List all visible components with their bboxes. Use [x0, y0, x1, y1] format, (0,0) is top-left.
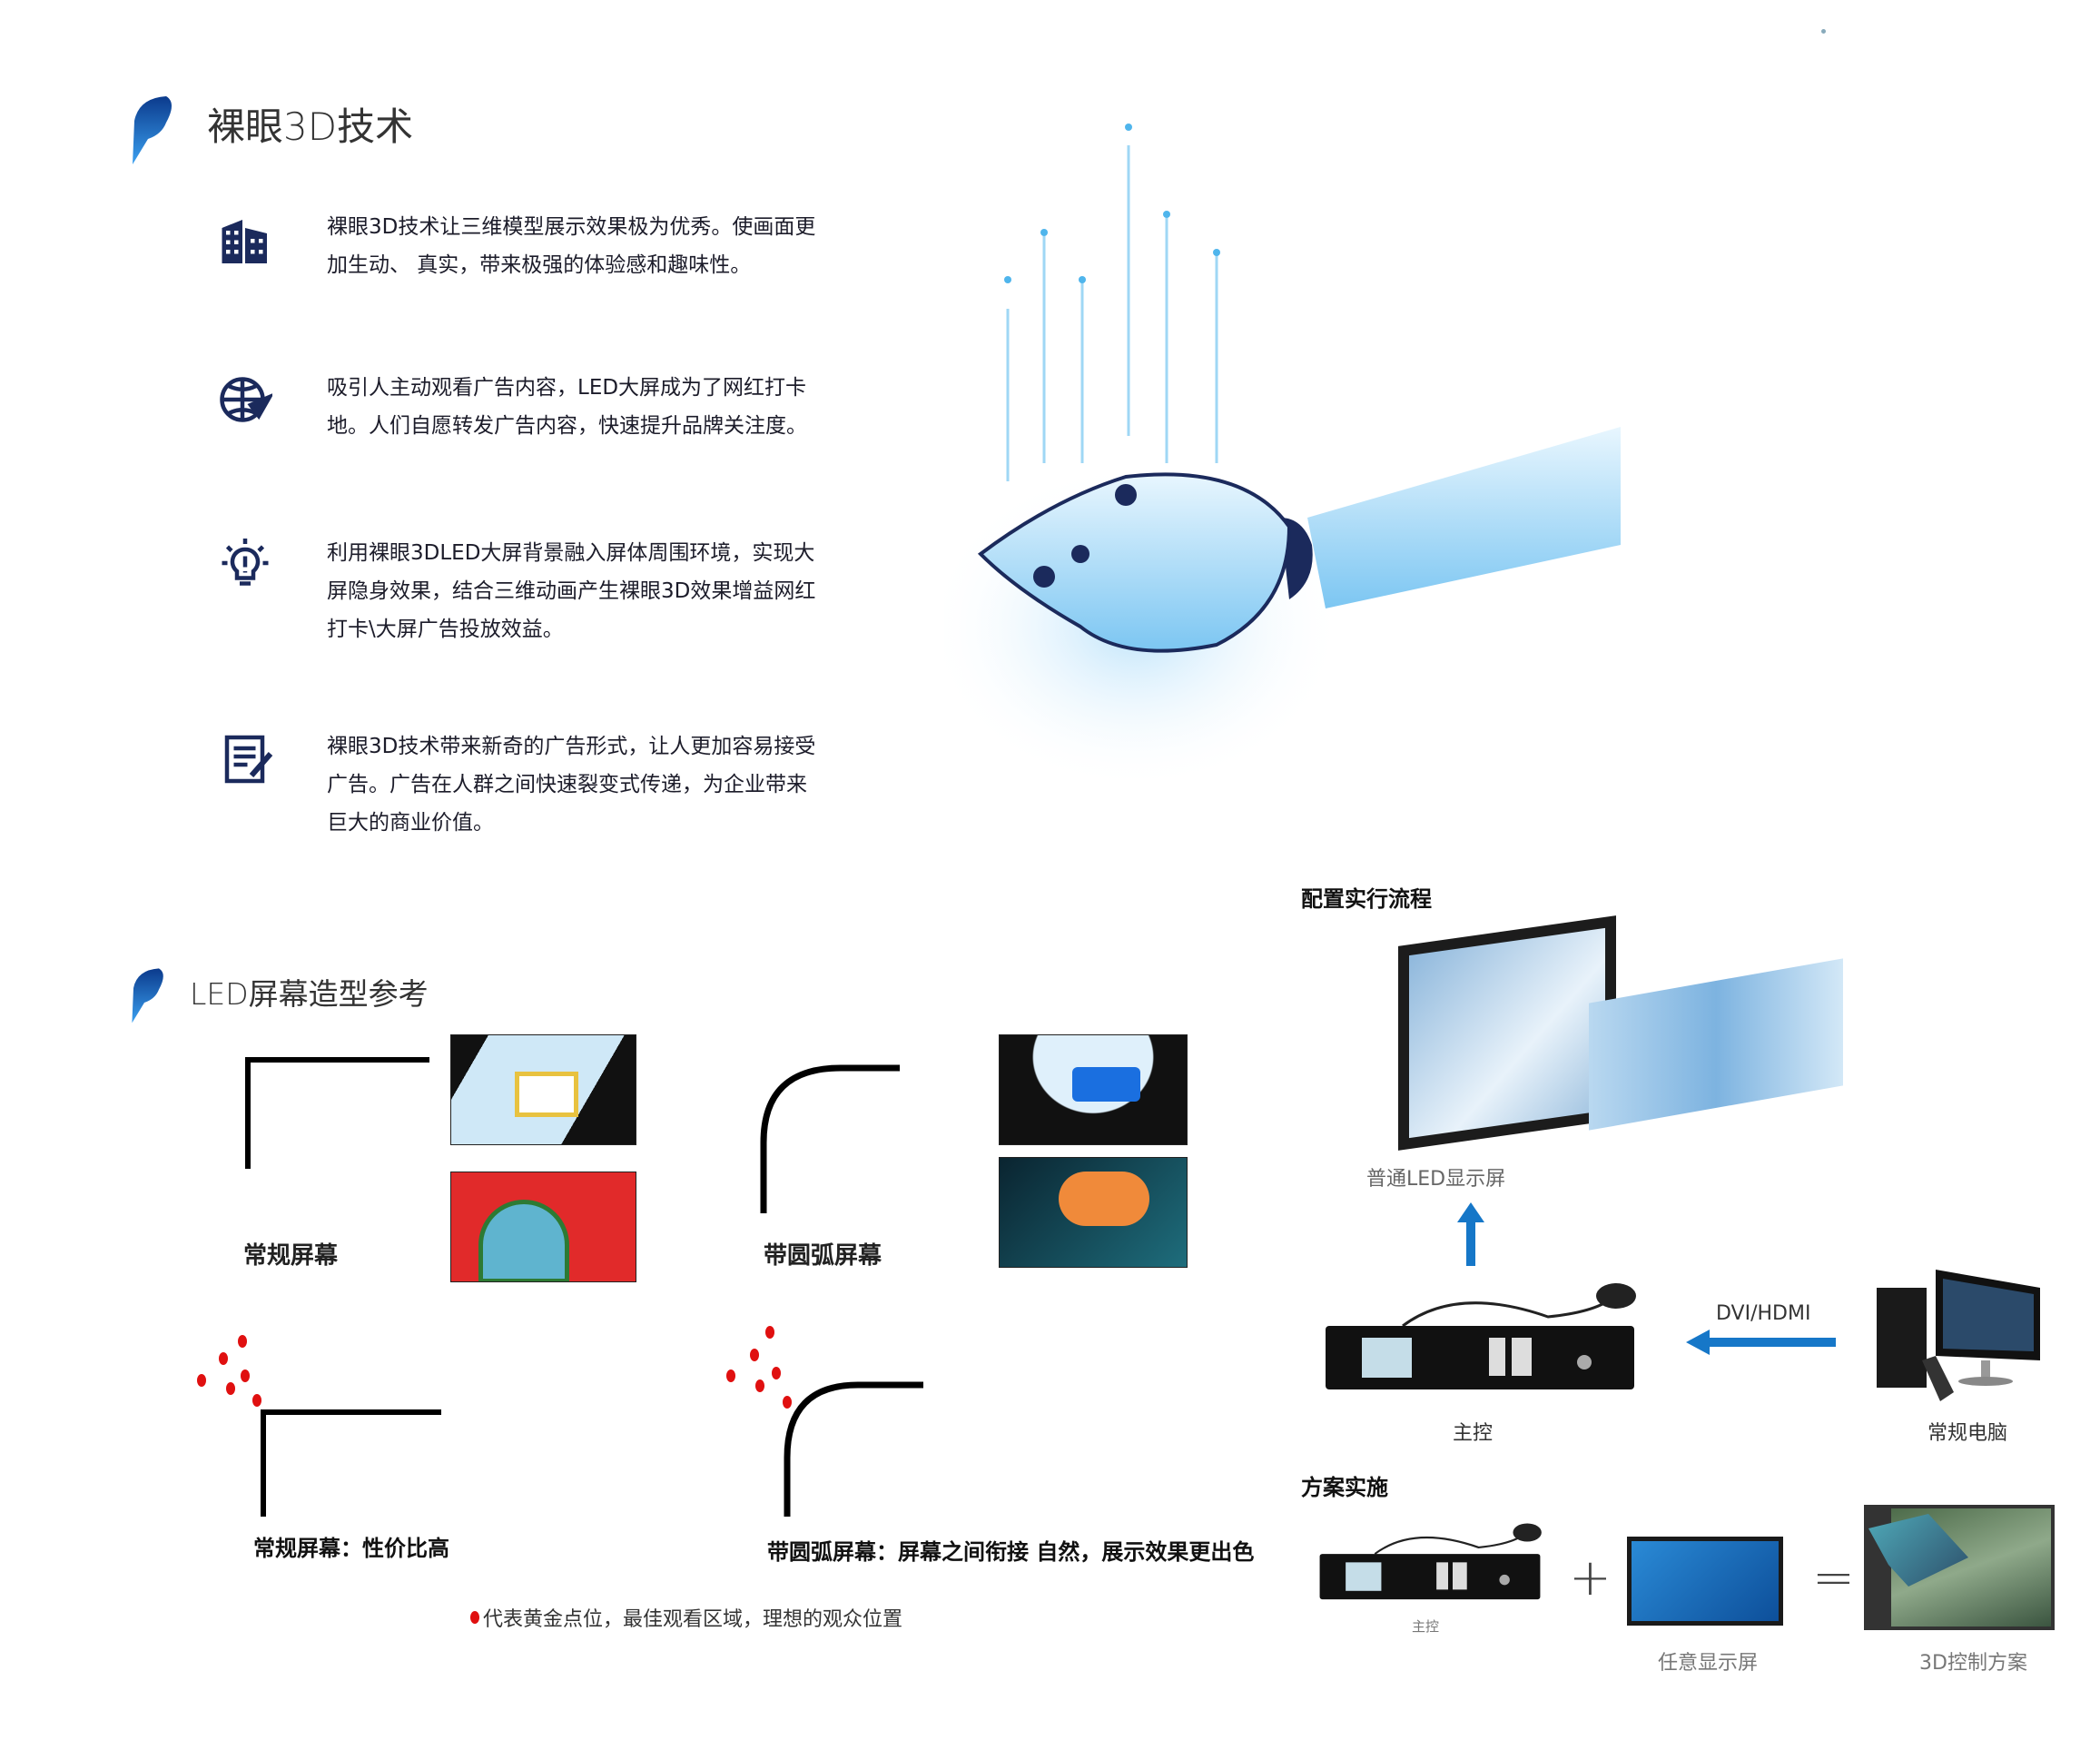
- display-label: 任意显示屏: [1658, 1652, 1759, 1675]
- curved-screen-photo: [999, 1034, 1188, 1145]
- curved-viewing-diagram: [726, 1326, 923, 1517]
- pc-label: 常规电脑: [1927, 1422, 2008, 1445]
- feature-text: 裸眼3D技术带来新奇的广告形式，让人更加容易接受广告。广告在人群之间快速裂变式传…: [327, 735, 816, 835]
- plan-title: 方案实施: [1301, 1475, 1388, 1500]
- lightbulb-icon: [222, 539, 269, 586]
- controller-label: 主控: [1412, 1618, 1440, 1635]
- section-title: 裸眼3D技术: [207, 104, 414, 149]
- golden-point-dots: [197, 1335, 261, 1407]
- led-screen-label: 普通LED显示屏: [1366, 1168, 1506, 1191]
- legend: 代表黄金点位，最佳观看区域，理想的观众位置: [470, 1603, 902, 1632]
- regular-screen-photo: [450, 1034, 636, 1145]
- controller-label: 主控: [1453, 1422, 1494, 1445]
- plus-sign: +: [1569, 1548, 1612, 1607]
- curved-screen-label: 带圆弧屏幕: [764, 1242, 882, 1270]
- display-image: [1627, 1537, 1783, 1626]
- feature-text: 裸眼3D技术让三维模型展示效果极为优秀。使画面更加生动、 真实，带来极强的体验感…: [327, 215, 816, 277]
- regular-screen-photo: [450, 1172, 636, 1282]
- feature-text: 吸引人主动观看广告内容，LED大屏成为了网红打卡地。人们自愿转发广告内容，快速提…: [327, 376, 807, 438]
- pc-image: [1877, 1270, 2040, 1401]
- golden-point-dots: [726, 1326, 792, 1409]
- led-screen-image: [1398, 915, 1616, 1151]
- controller-image: [1326, 1283, 1636, 1389]
- curved-screen-diagram: [760, 1064, 900, 1213]
- 3d-result-image: [1864, 1505, 2055, 1630]
- section-title: LED屏幕造型参考: [190, 976, 429, 1012]
- controller-image: [1319, 1523, 1542, 1600]
- regular-screen-label: 常规屏幕: [243, 1242, 339, 1270]
- document-edit-icon: [224, 735, 273, 784]
- section-logo-icon: [133, 96, 172, 164]
- regular-screen-diagram: [245, 1057, 429, 1169]
- globe-plane-icon: [220, 377, 272, 422]
- golden-point-dot-icon: [470, 1611, 479, 1624]
- robot-hand-illustration: [944, 124, 1621, 790]
- decor-dot: [1821, 29, 1826, 34]
- building-icon: [222, 220, 267, 263]
- legend-text: 代表黄金点位，最佳观看区域，理想的观众位置: [483, 1608, 903, 1631]
- curved-screen-caption: 带圆弧屏幕：屏幕之间衔接 自然，展示效果更出色: [767, 1539, 1255, 1565]
- equals-sign: =: [1812, 1548, 1855, 1607]
- flow-title: 配置实行流程: [1301, 886, 1432, 912]
- signal-label: DVI/HDMI: [1716, 1302, 1811, 1325]
- section-logo-icon: [132, 968, 163, 1023]
- curved-screen-photo: [999, 1157, 1188, 1268]
- arrow-left-icon: [1686, 1330, 1836, 1355]
- floating-frames-image: [1589, 958, 1843, 1131]
- regular-viewing-diagram: [197, 1335, 441, 1517]
- regular-screen-caption: 常规屏幕：性价比高: [253, 1536, 449, 1561]
- 3d-result-label: 3D控制方案: [1919, 1652, 2027, 1675]
- feature-text: 利用裸眼3DLED大屏背景融入屏体周围环境，实现大屏隐身效果，结合三维动画产生裸…: [327, 541, 816, 641]
- arrow-up-icon: [1457, 1202, 1484, 1266]
